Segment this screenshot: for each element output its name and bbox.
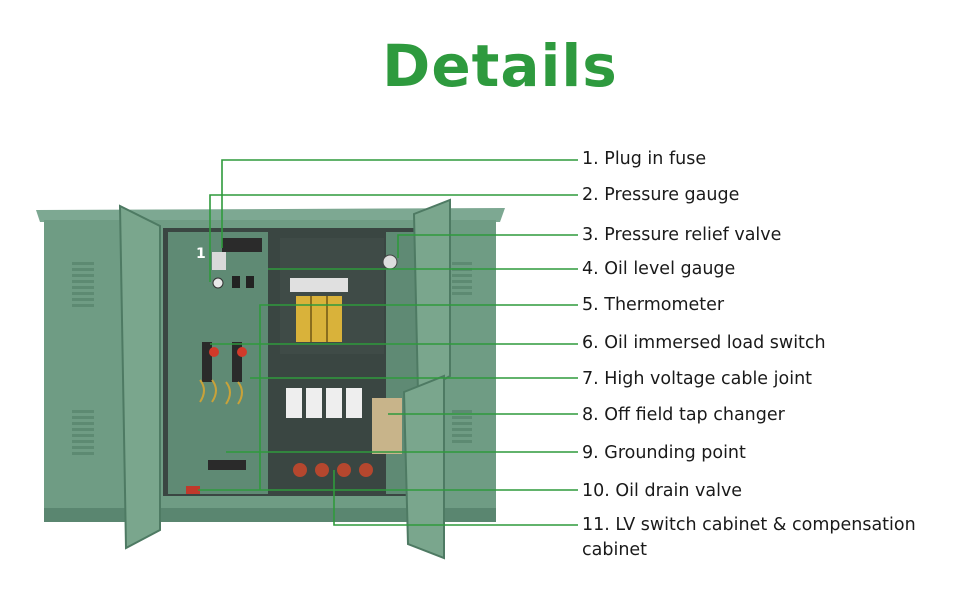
load-switch-handles (202, 342, 247, 382)
tap-changer (372, 398, 402, 454)
diagram-title: Details (382, 32, 618, 100)
label-grounding-point: 9. Grounding point (582, 443, 746, 463)
label-thermometer: 5. Thermometer (582, 295, 725, 315)
label-oil-level-gauge: 4. Oil level gauge (582, 259, 736, 279)
leader-lines (198, 159, 578, 526)
transformer-coil (296, 296, 342, 342)
grounding-bar (208, 460, 246, 470)
pressure-gauge-dial (212, 277, 224, 289)
label-off-field-tap-changer: 8. Off field tap changer (582, 405, 785, 425)
right-door-lower (402, 374, 445, 560)
hv-panel (168, 232, 268, 494)
cable-joints (199, 379, 243, 405)
lv-breakers (286, 388, 362, 418)
thermometer-block (290, 278, 348, 292)
right-door-upper (412, 198, 451, 396)
right-vent-grille (452, 262, 472, 443)
indicator-2 (246, 276, 254, 288)
control-strip (222, 238, 262, 252)
left-door (118, 204, 161, 550)
leader-line-2 (209, 194, 578, 282)
label-pressure-relief-valve: 3. Pressure relief valve (582, 225, 782, 245)
lv-terminals (293, 463, 373, 477)
left-vent-grille (72, 262, 94, 455)
leader-line-1 (221, 159, 578, 248)
cabinet-roof (36, 208, 505, 222)
leader-line-3 (397, 234, 578, 258)
cabinet-illustration (36, 198, 505, 560)
label-oil-immersed-load-switch: 6. Oil immersed load switch (582, 333, 826, 353)
label-high-voltage-cable-joint: 7. High voltage cable joint (582, 369, 813, 389)
fuse-holder (212, 252, 226, 270)
panel-marking: 1 (196, 246, 206, 262)
label-plug-in-fuse: 1. Plug in fuse (582, 149, 707, 169)
indicator-1 (232, 276, 240, 288)
label-oil-drain-valve: 10. Oil drain valve (582, 481, 743, 501)
relief-valve (382, 254, 398, 270)
label-pressure-gauge: 2. Pressure gauge (582, 185, 740, 205)
leader-line-5 (259, 304, 578, 490)
label-lv-switch-cabinet: 11. LV switch cabinet & compensation cab… (582, 515, 916, 560)
leader-line-11 (333, 470, 578, 526)
oil-drain (186, 486, 200, 494)
